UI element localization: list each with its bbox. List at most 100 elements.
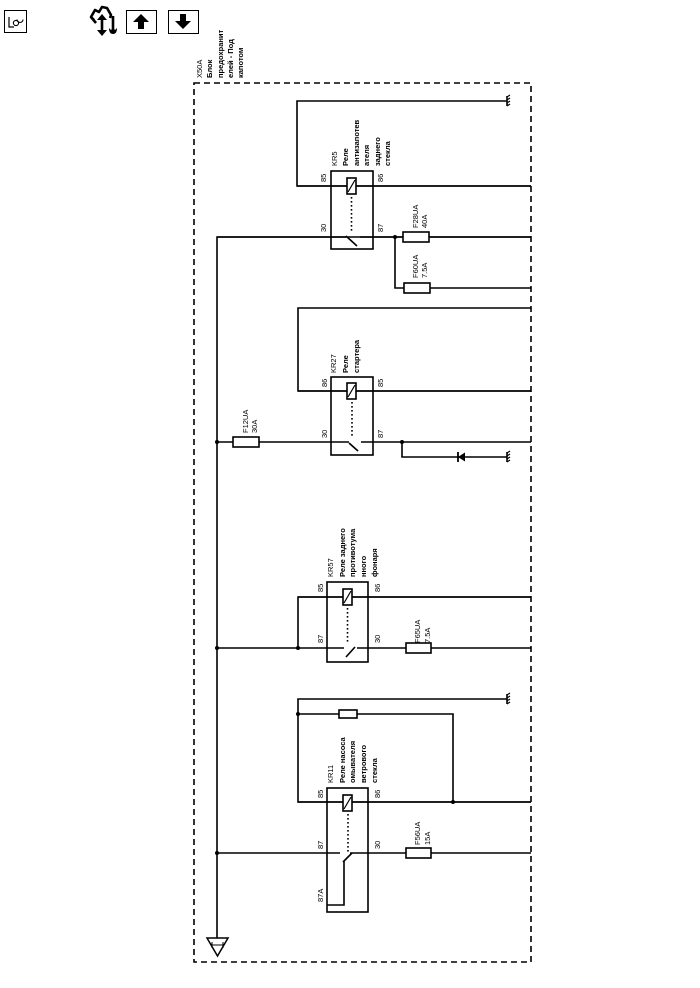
arrow-down-icon [175,14,191,29]
pin-label: 86 [376,174,385,182]
fuse-id: F60UA [411,255,420,278]
diode-branch-wire [401,442,507,458]
relay-name-line: Реле заднего [338,528,347,577]
relay-name-line: ателя [362,145,371,166]
relay-switch-blade [345,646,356,658]
relay-switch-blade [348,442,359,452]
fuse-block-boundary [193,82,532,963]
fuse-block-header: X50A Блок предохранит елей - Под капотом [195,29,245,78]
fuse-id: F56UA [413,822,422,845]
relay-name-line: ветрового [359,744,368,783]
pin-label: 87 [316,635,325,643]
locate-button[interactable] [4,10,27,33]
pin-label: 87 [316,841,325,849]
pin-label: 30 [373,635,382,643]
header-title-line: Блок [205,59,214,78]
chassis-ground-icon [506,94,511,107]
relay-id: KR57 [326,558,335,577]
pin-label: 87 [376,224,385,232]
chassis-ground-icon [506,692,511,705]
relay-name-line: противотума [348,528,357,577]
relay-name-line: Реле [341,148,350,166]
fuse-f12ua[interactable]: F12UA 30A [232,410,260,448]
pin-label: 85 [316,584,325,592]
bus-ground-symbol [205,937,230,958]
relay-name-line: Реле насоса [338,736,347,783]
chassis-ground-icon [506,450,511,463]
pin-label: 86 [320,379,329,387]
fuse-rating: 30A [250,420,259,433]
header-title-line: предохранит [216,29,225,78]
fuse-rating: 7.5A [420,263,429,278]
kr27-coil-wire [297,307,531,392]
pin-label: 87A [316,889,325,902]
relay-name-line: нного [359,555,368,577]
fuse-icon [402,231,430,243]
fuse-icon [403,282,431,294]
pin-label: 30 [319,224,328,232]
fuse-rating: 15A [423,832,432,845]
location-icon [8,17,24,28]
relay-name-line: Реле [341,355,350,373]
fuse-icon [405,642,432,654]
relay-name-line: фонаря [370,548,379,577]
pin-label: 30 [373,841,382,849]
fuse-f28ua[interactable]: F28UA 40A [402,205,430,243]
relay-kr57[interactable]: KR57 Реле заднего противотума нного фона… [217,528,531,663]
junction-dot [296,712,300,716]
next-button[interactable] [168,10,199,34]
relay-name-line: антизапотев [352,119,361,166]
previous-button[interactable] [126,10,157,34]
fuse-icon [405,847,432,859]
kr11-resistor-wire [298,713,454,802]
relay-name-line: стартера [352,339,361,373]
header-title-line: капотом [236,47,245,78]
relay-id: KR27 [329,354,338,373]
resistor-icon [338,709,358,719]
kr11-nc-contact [327,861,345,906]
pin-label: 85 [316,790,325,798]
arrow-up-icon [133,14,149,29]
fuse-f56ua[interactable]: F56UA 15A [405,822,432,859]
relay-body [330,376,374,456]
pin-label: 85 [376,379,385,387]
fuse-id: F12UA [241,410,250,433]
fuse-f65ua[interactable]: F65UA 7.5A [405,620,432,654]
header-title-line: елей - Под [226,39,235,78]
pin-label: 85 [319,174,328,182]
relay-kr5[interactable]: KR5 Реле антизапотев ателя заднего стекл… [217,94,531,250]
diode-icon [457,452,465,462]
relay-name-line: стекла [383,140,392,166]
relay-kr11[interactable]: KR11 Реле насоса омывателя ветрового сте… [217,692,531,913]
junction-dot [400,440,404,444]
fuse-f60ua[interactable]: F60UA 7.5A [403,255,431,294]
relay-kr27[interactable]: KR27 Реле стартера 86 85 30 87 [217,307,531,456]
fuse-id: F28UA [411,205,420,228]
junction-dot [215,440,219,444]
relay-id: KR11 [326,765,335,783]
kr5-coil-ground-wire [296,100,531,187]
pin-label: 86 [373,790,382,798]
connector-id: X50A [195,60,204,78]
component-wrench-icon [89,5,117,36]
relay-name-line: стекла [370,757,379,783]
fuse-id: F65UA [413,620,422,643]
relay-body [326,787,369,913]
relay-name-line: омывателя [348,741,357,783]
component-tree-button[interactable] [88,4,124,38]
junction-dot [215,851,219,855]
pin-label: 87 [376,430,385,438]
junction-dot [296,646,300,650]
fuse-rating: 7.5A [423,628,432,643]
junction-dot [215,646,219,650]
relay-id: KR5 [330,151,339,166]
fuse-icon [232,436,260,448]
pin-label: 86 [373,584,382,592]
relay-body [330,170,374,250]
pin-label: 30 [320,430,329,438]
relay-body [326,581,369,663]
junction-dot [393,235,397,239]
relay-switch-blade [342,852,353,863]
relay-name-line: заднего [373,137,382,166]
